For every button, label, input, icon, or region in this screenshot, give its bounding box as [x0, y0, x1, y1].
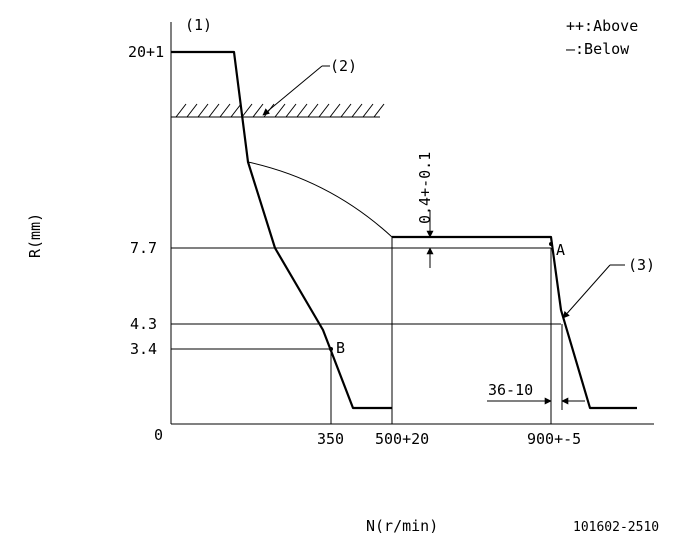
dim-horizontal-label: 36-10: [488, 381, 533, 399]
point-b-dot: [329, 347, 333, 351]
y-tick-0: 0: [154, 426, 163, 444]
plateau-curve: [392, 235, 637, 410]
leader-2: [262, 65, 323, 116]
x-tick-500: 500+20: [375, 430, 429, 448]
x-tick-350: 350: [317, 430, 344, 448]
stopper-hatch: [171, 103, 385, 118]
point-a-label: A: [556, 241, 565, 259]
x-axis-label: N(r/min): [366, 517, 438, 535]
marker-3: (3): [628, 256, 655, 274]
doc-number: 101602-2510: [573, 520, 659, 535]
arc-curve: [247, 161, 393, 238]
legend-above: ++:Above: [566, 17, 638, 35]
legend-below: —:Below: [566, 40, 630, 58]
y-axis-label: R(mm): [26, 213, 44, 258]
point-a-dot: [549, 242, 553, 246]
y-tick-20: 20+1: [128, 43, 164, 61]
leader-3: [562, 264, 611, 319]
y-tick-4-3: 4.3: [130, 315, 157, 333]
dim-vertical-label: 0.4+-0.1: [416, 152, 434, 224]
marker-2: (2): [330, 57, 357, 75]
x-tick-900: 900+-5: [527, 430, 581, 448]
point-b-label: B: [336, 339, 345, 357]
y-tick-3-4: 3.4: [130, 340, 157, 358]
full-load-curve: [171, 50, 392, 410]
y-tick-7-7: 7.7: [130, 239, 157, 257]
marker-1: (1): [185, 16, 212, 34]
